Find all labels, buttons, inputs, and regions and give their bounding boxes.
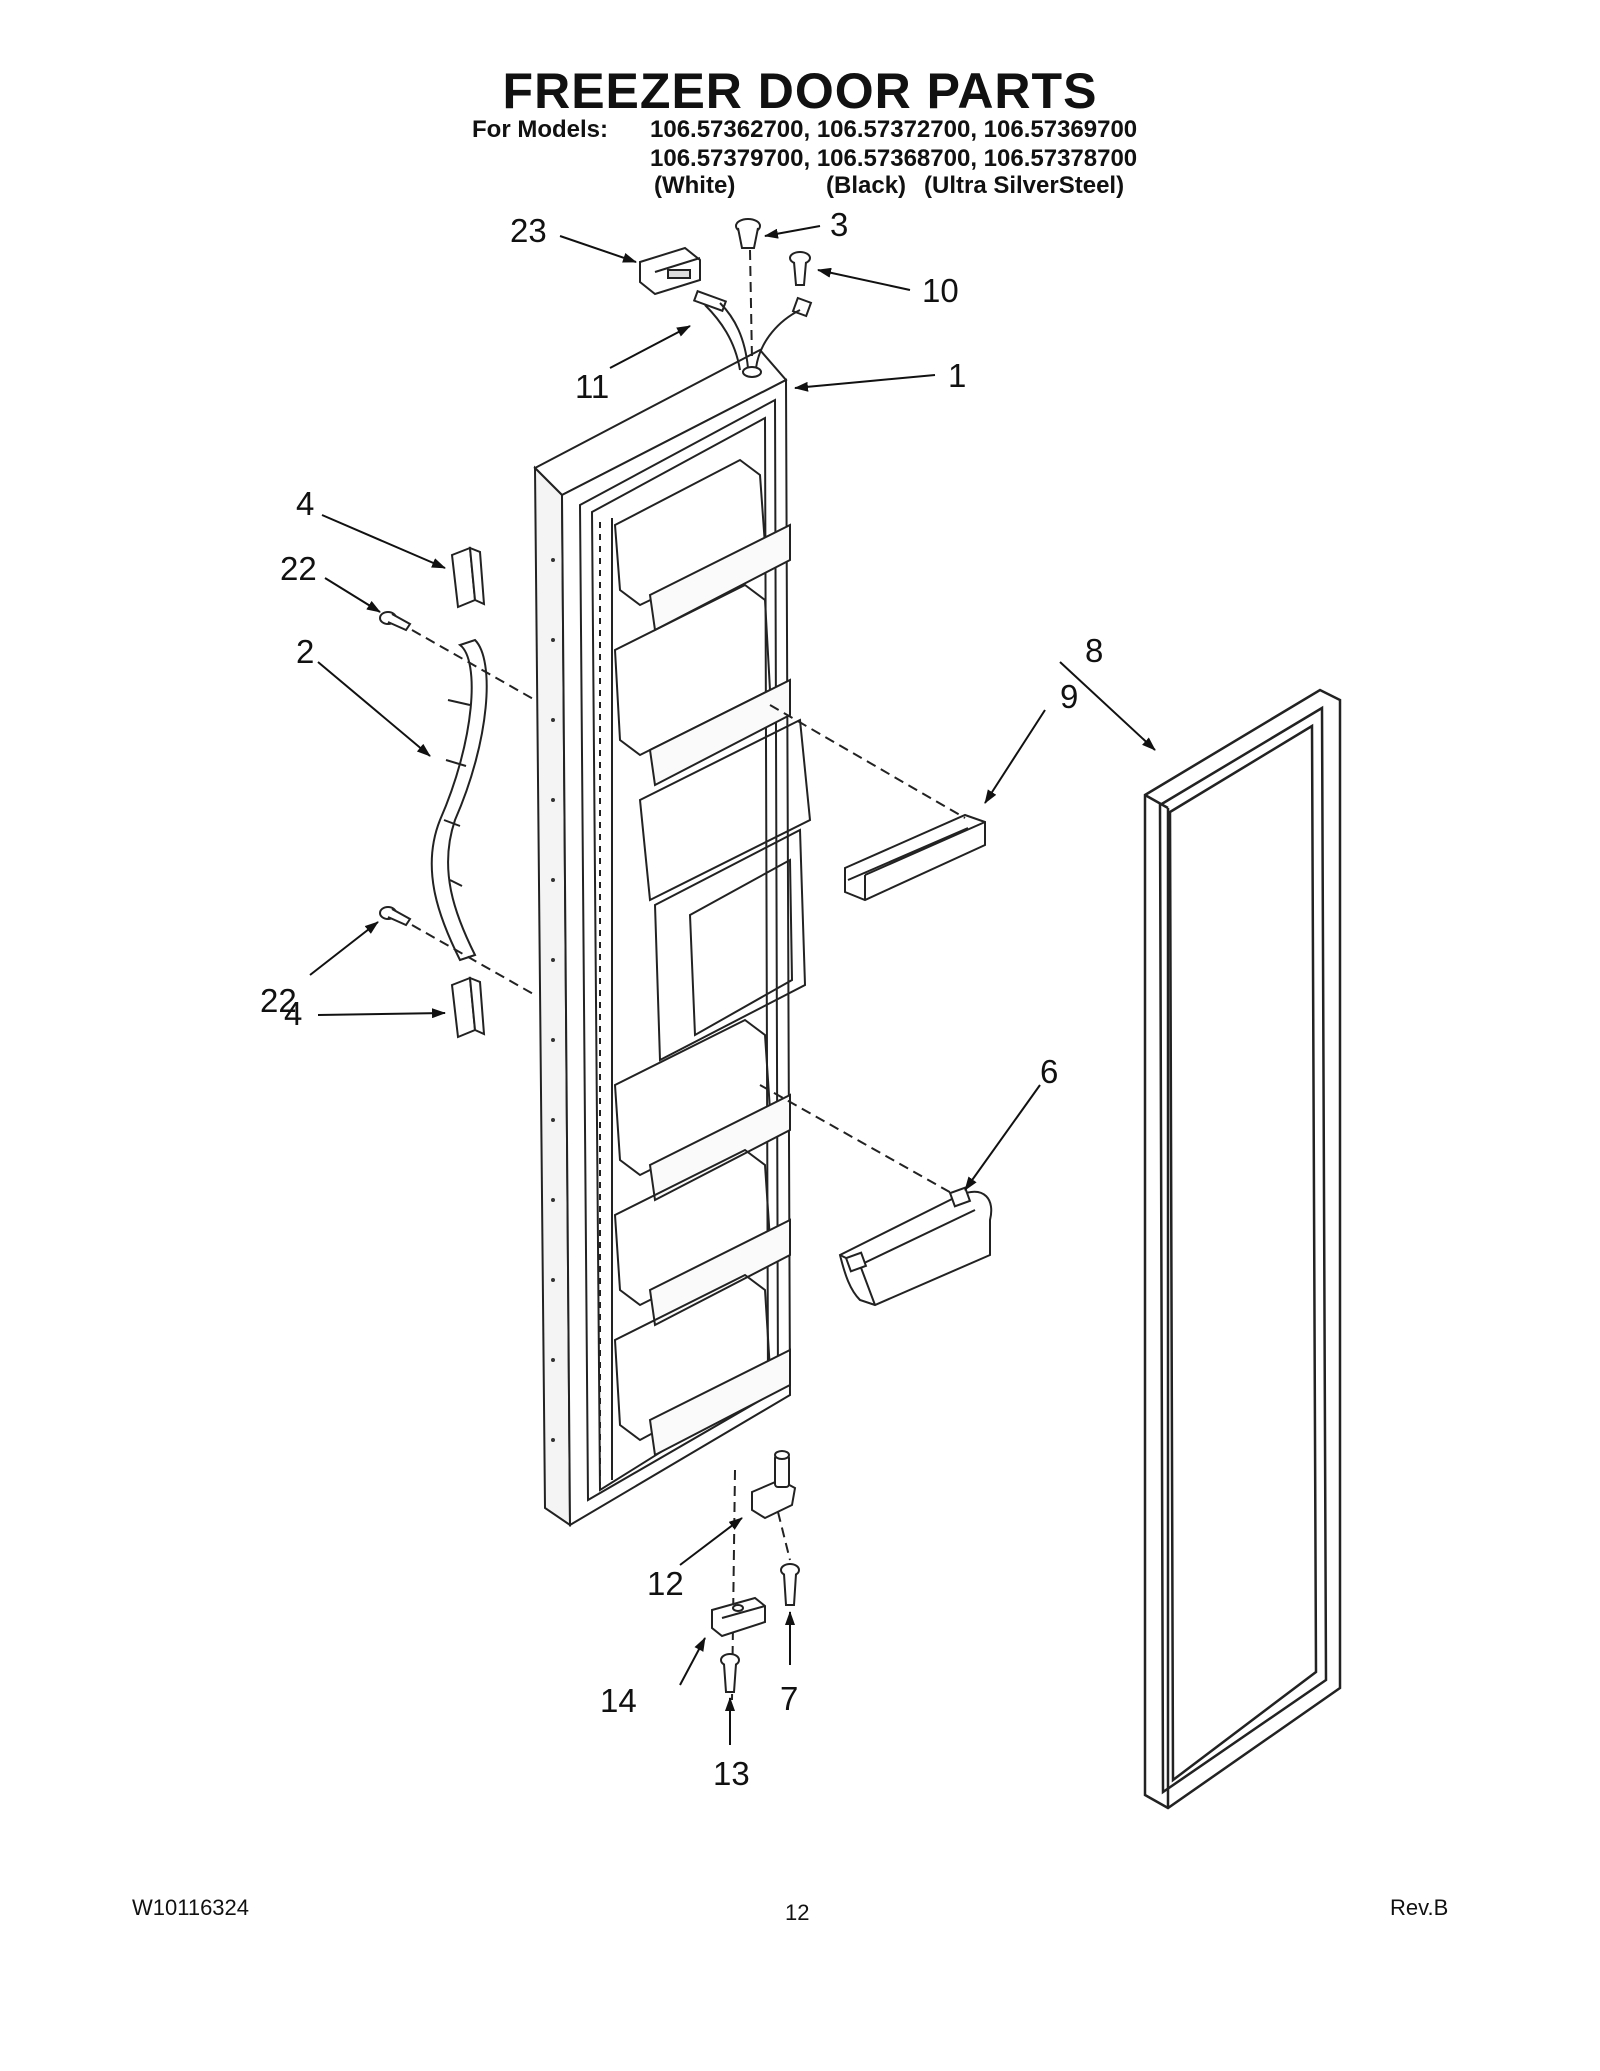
- screw-part-10: [789, 251, 811, 286]
- callout-12: 12: [647, 1565, 684, 1602]
- screw-part-7: [780, 1563, 800, 1606]
- models-line-1: 106.57362700, 106.57372700, 106.57369700: [650, 116, 1138, 143]
- callout-14: 14: [600, 1682, 637, 1719]
- callout-6: 6: [1040, 1053, 1058, 1090]
- callout-8: 8: [1085, 632, 1103, 669]
- variant-ultra-silversteel: (Ultra SilverSteel): [924, 172, 1125, 199]
- screw-part-22-bottom: [379, 906, 412, 927]
- callout-22-top: 22: [280, 550, 317, 587]
- page-title: FREEZER DOOR PARTS: [502, 63, 1098, 119]
- door-bin-part-6: [838, 1186, 993, 1307]
- variant-white: (White): [654, 172, 736, 199]
- callout-13: 13: [713, 1755, 750, 1792]
- doc-number: W10116324: [132, 1895, 250, 1920]
- page-number: 12: [785, 1900, 810, 1925]
- door-gasket-part-8: [1143, 688, 1342, 1810]
- callout-1: 1: [948, 357, 966, 394]
- callout-3: 3: [830, 206, 848, 243]
- revision: Rev.B: [1390, 1895, 1449, 1920]
- models-label: For Models:: [472, 116, 608, 143]
- callout-7: 7: [780, 1680, 798, 1717]
- hinge-part-12: [751, 1450, 797, 1520]
- variant-black: (Black): [826, 172, 907, 199]
- freezer-door-panel: [533, 348, 812, 1527]
- end-cap-part-4-top: [450, 546, 486, 609]
- models-line-2: 106.57379700, 106.57368700, 106.57378700: [650, 145, 1138, 172]
- screw-part-13: [720, 1653, 740, 1693]
- callout-9: 9: [1060, 678, 1078, 715]
- end-cap-part-4-bottom: [450, 976, 486, 1039]
- wire-harness: [692, 289, 813, 378]
- hinge-bushing-part-14: [711, 1596, 766, 1638]
- callout-23: 23: [510, 212, 547, 249]
- door-handle-part-2: [430, 638, 488, 962]
- connector-part-23: [639, 246, 701, 296]
- door-edge-holes: [551, 558, 555, 1442]
- callout-11: 11: [575, 368, 609, 405]
- shelf-retainer-part-9: [844, 813, 986, 902]
- callout-22-bottom: 22: [260, 982, 297, 1019]
- callout-4-top: 4: [296, 485, 314, 522]
- callout-2: 2: [296, 633, 314, 670]
- leader-arrows: [309, 225, 1156, 1745]
- door-plug-part-3: [735, 218, 761, 249]
- callout-10: 10: [922, 272, 959, 309]
- screw-part-22-top: [379, 611, 412, 632]
- callout-4-bottom: 4: [284, 995, 302, 1032]
